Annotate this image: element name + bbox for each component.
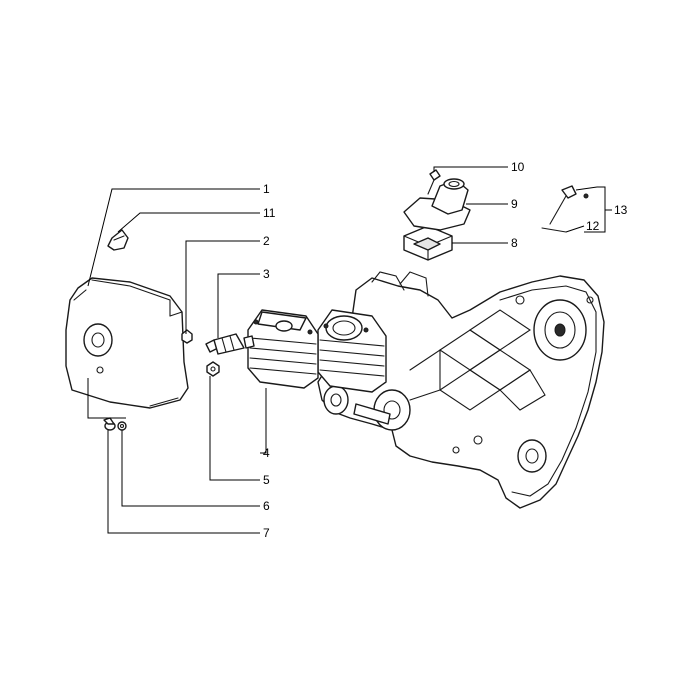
- cylinder-head: [247, 309, 319, 389]
- callout-1: 1: [263, 182, 270, 196]
- reed-valve: [403, 225, 453, 261]
- callout-6: 6: [263, 499, 270, 513]
- crankcase: [317, 271, 605, 509]
- callout-2: 2: [263, 234, 270, 248]
- callout-11: 11: [263, 206, 276, 220]
- callout-12: 12: [586, 219, 600, 233]
- callout-labels: 1 11 2 3 4 5 6 7 10 9 8 12 13: [263, 160, 628, 540]
- callout-9: 9: [511, 197, 518, 211]
- dipstick-cap: [541, 185, 589, 233]
- cooling-shroud: [65, 277, 189, 409]
- small-nut: [181, 329, 193, 344]
- intake-manifold: [403, 178, 471, 231]
- nut: [206, 361, 220, 377]
- callout-7: 7: [263, 526, 270, 540]
- callout-5: 5: [263, 473, 270, 487]
- callout-8: 8: [511, 236, 518, 250]
- callout-4: 4: [263, 446, 270, 460]
- callout-10: 10: [511, 160, 525, 174]
- cylinder: [317, 309, 387, 393]
- leader-lines: [87, 166, 612, 534]
- washer: [117, 421, 127, 431]
- screw: [103, 417, 116, 431]
- callout-3: 3: [263, 267, 270, 281]
- callout-13: 13: [614, 203, 628, 217]
- spark-plug: [205, 333, 255, 355]
- clip: [107, 229, 129, 251]
